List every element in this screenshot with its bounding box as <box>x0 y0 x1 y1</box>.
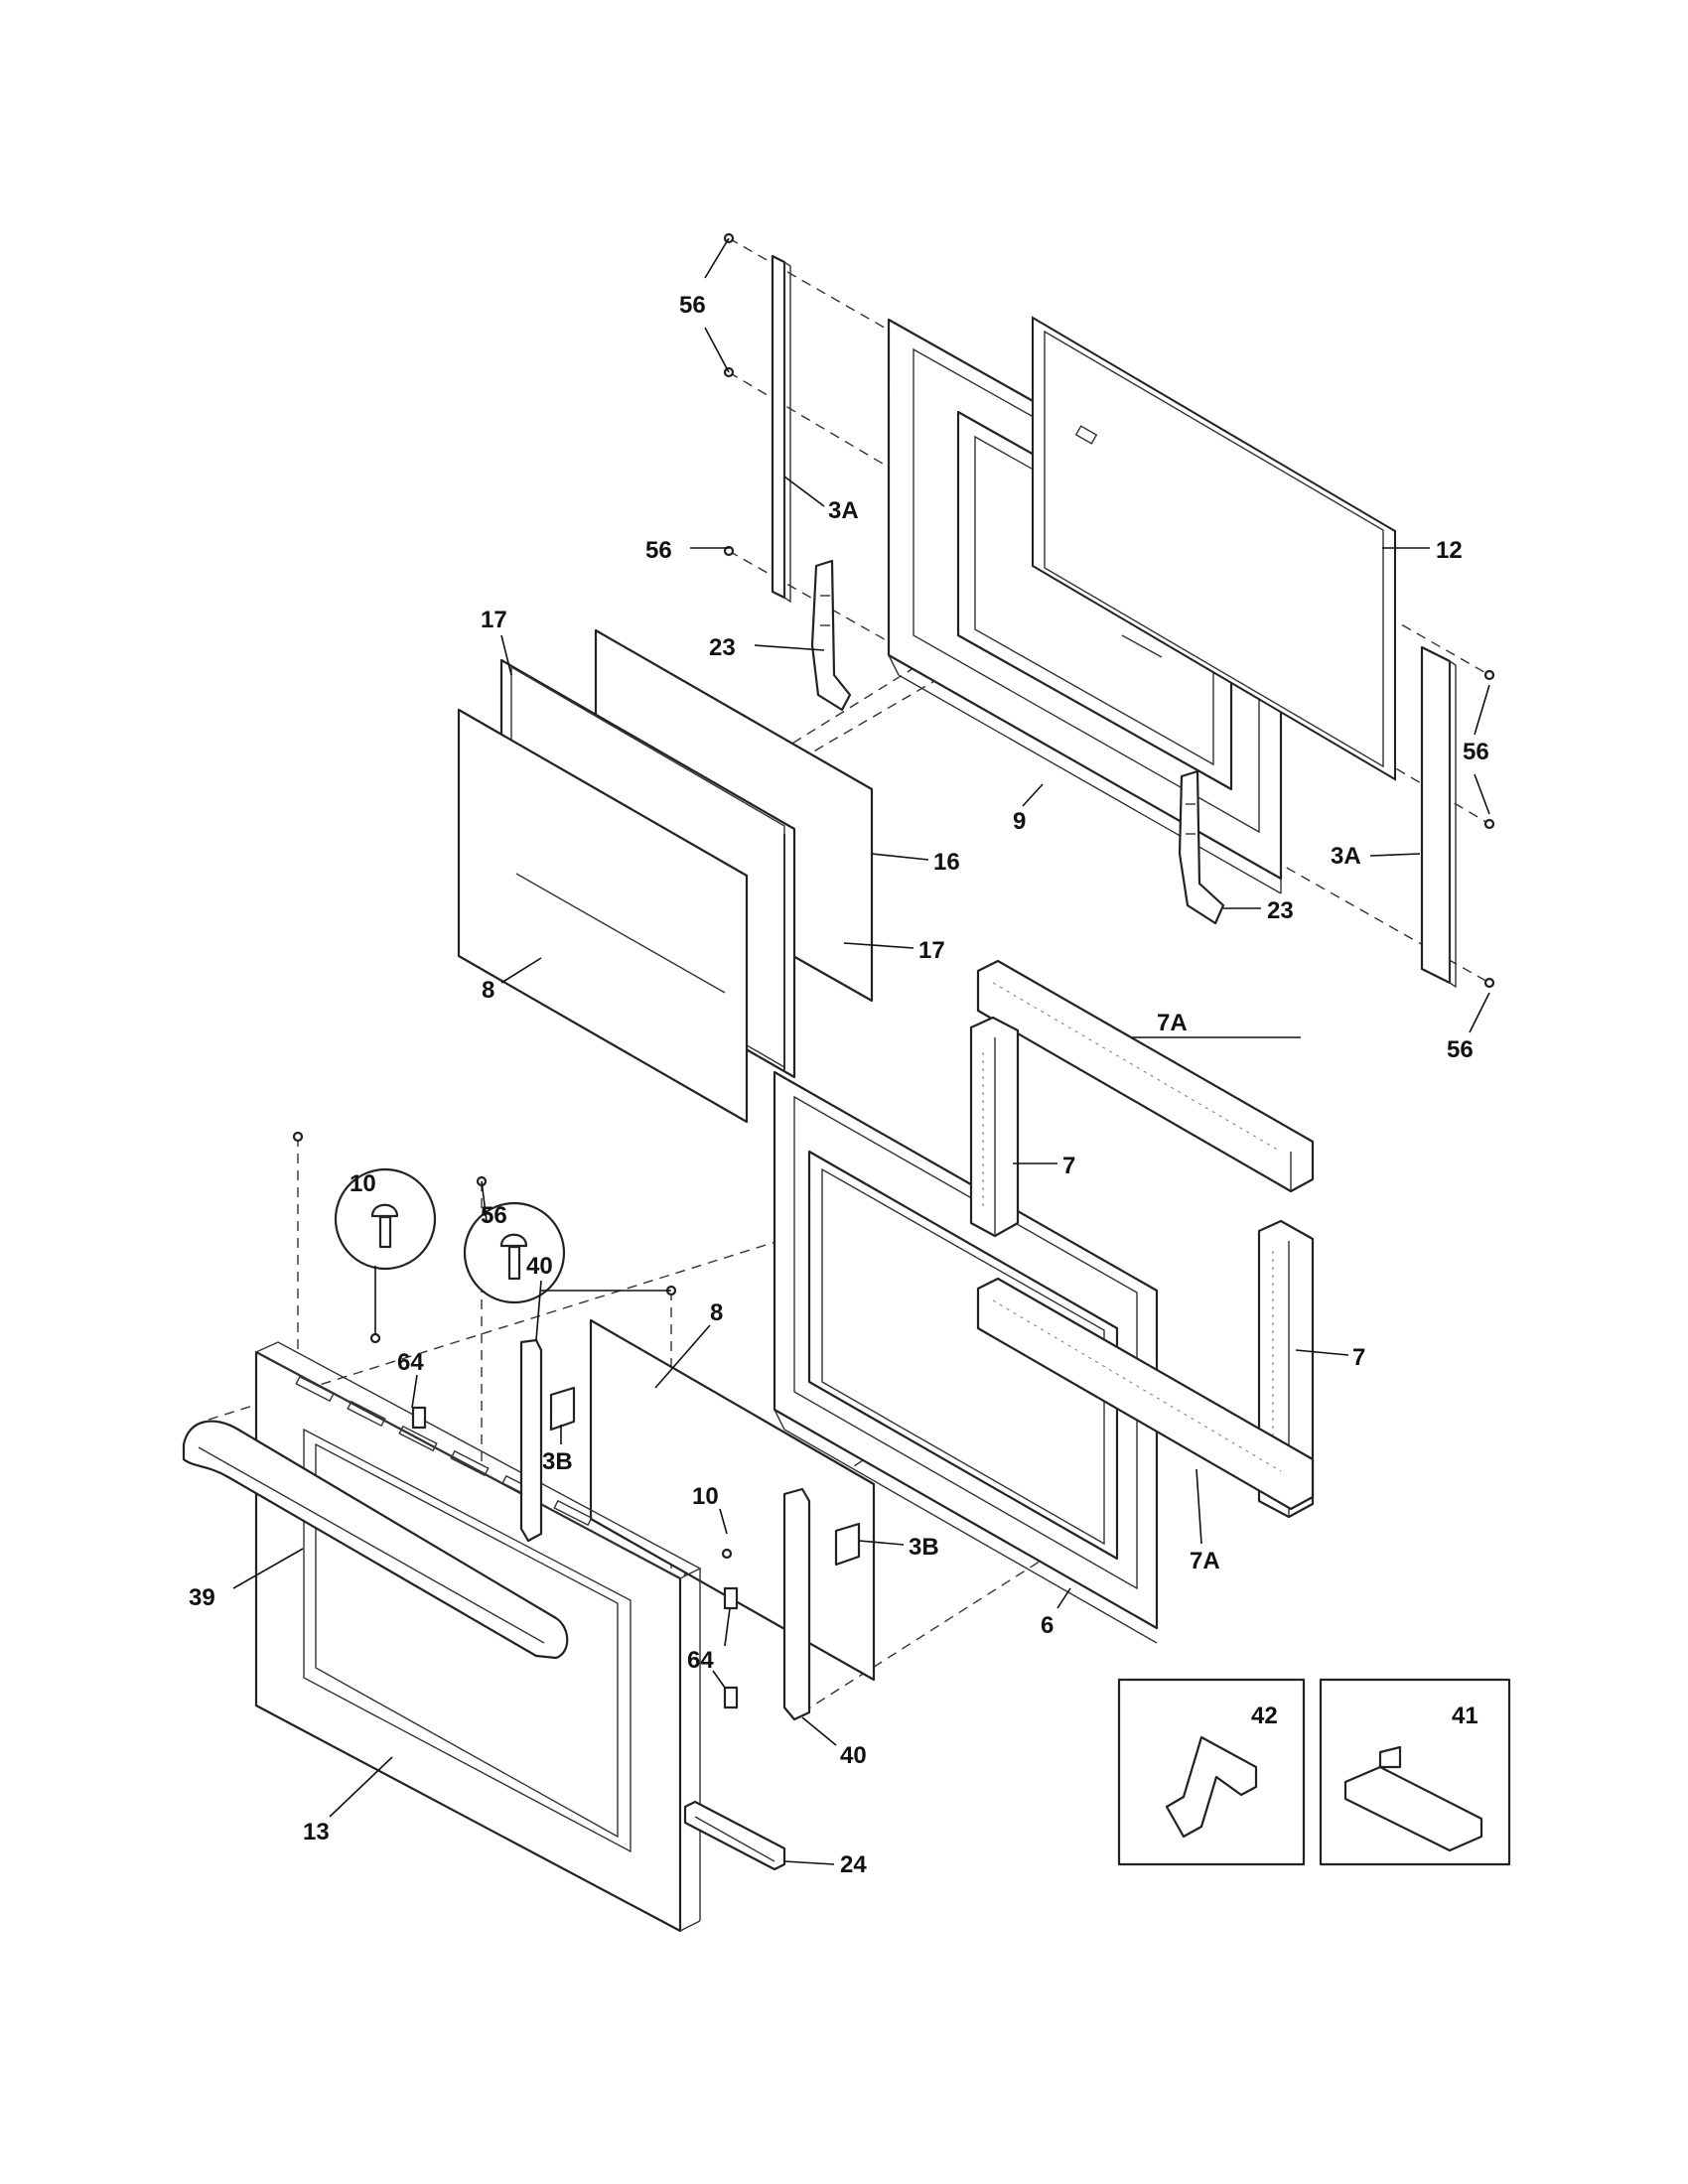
insulation-left-upper-part-7 <box>969 1016 1020 1238</box>
vent-bracket-part-40-top <box>519 1338 543 1543</box>
bumper-part-64-bottom <box>723 1586 739 1709</box>
inset-box-part-42 <box>1117 1678 1306 1866</box>
side-trim-right-part-3a <box>1420 645 1457 989</box>
callout-23: 23 <box>1267 897 1294 924</box>
callout-40: 40 <box>526 1253 553 1280</box>
screw-detail-circle-10 <box>334 1167 437 1335</box>
leader-lines <box>232 237 1490 1865</box>
callout-3a: 3A <box>1331 843 1361 870</box>
callout-10: 10 <box>350 1170 376 1197</box>
callout-16: 16 <box>933 849 960 876</box>
callout-3a: 3A <box>828 497 859 524</box>
callout-6: 6 <box>1041 1612 1054 1639</box>
callout-40: 40 <box>840 1742 867 1769</box>
screw-detail-circle-56 <box>463 1180 671 1304</box>
bumper-part-64-top <box>411 1406 427 1430</box>
callout-64: 64 <box>687 1647 714 1674</box>
vent-bracket-part-40-bottom <box>782 1487 811 1721</box>
callout-17: 17 <box>481 607 507 633</box>
callout-23: 23 <box>709 634 736 661</box>
callout-17: 17 <box>918 937 945 964</box>
callout-13: 13 <box>303 1819 330 1845</box>
door-handle-part-39 <box>182 1420 569 1660</box>
hinge-receiver-part-24 <box>683 1800 786 1871</box>
door-gasket-part-12 <box>1032 316 1396 781</box>
callout-41: 41 <box>1452 1703 1478 1729</box>
callout-42: 42 <box>1251 1703 1278 1729</box>
callout-7: 7 <box>1062 1153 1075 1179</box>
screws <box>292 232 1495 1560</box>
insulation-bottom-part-7a <box>976 1277 1315 1511</box>
callout-8: 8 <box>710 1299 723 1326</box>
clip-part-3b-right <box>834 1522 861 1567</box>
callout-7: 7 <box>1352 1344 1365 1371</box>
hinge-right-part-23 <box>1178 769 1225 925</box>
callout-39: 39 <box>189 1584 215 1611</box>
callout-labels: 56 3A 56 12 23 17 9 56 3A 16 17 23 8 56 … <box>189 292 1489 1878</box>
callout-3b: 3B <box>909 1534 939 1561</box>
glass-panel-part-8-top <box>457 708 749 1124</box>
callout-64: 64 <box>397 1349 424 1376</box>
inner-door-panel-part-6 <box>773 1070 1159 1644</box>
callout-3b: 3B <box>542 1448 573 1475</box>
callout-56: 56 <box>481 1202 507 1229</box>
callout-56: 56 <box>1463 739 1489 765</box>
insulation-top-part-7a <box>976 959 1315 1193</box>
inset-box-part-41 <box>1319 1678 1511 1866</box>
callout-7a: 7A <box>1157 1010 1188 1036</box>
callout-8: 8 <box>482 977 494 1004</box>
callout-10: 10 <box>692 1483 719 1510</box>
hinge-left-part-23 <box>810 559 852 712</box>
callout-56: 56 <box>1447 1036 1474 1063</box>
side-trim-left-part-3a <box>771 254 791 604</box>
clip-part-3b-left <box>549 1386 576 1432</box>
callout-9: 9 <box>1013 808 1026 835</box>
callout-7a: 7A <box>1190 1548 1220 1574</box>
callout-12: 12 <box>1436 537 1463 564</box>
callout-56: 56 <box>645 537 672 564</box>
callout-56: 56 <box>679 292 706 319</box>
callout-24: 24 <box>840 1851 867 1878</box>
